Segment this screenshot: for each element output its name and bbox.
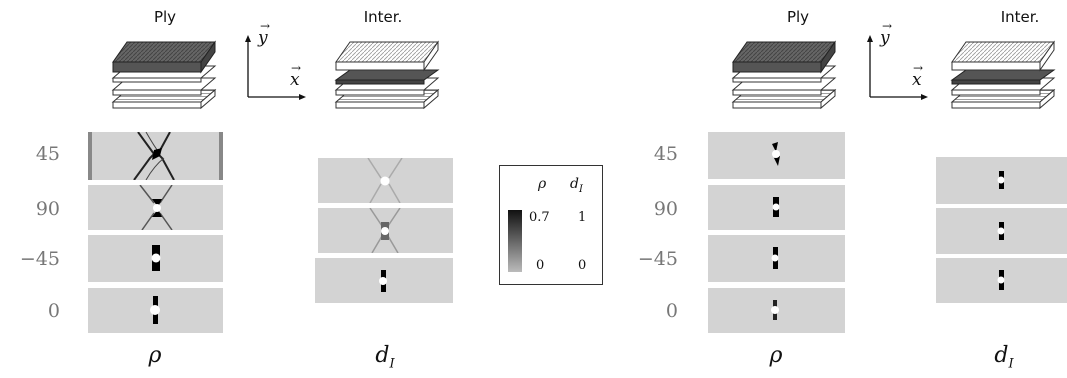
axis-x-label-right: →x — [912, 61, 924, 90]
ply-symbol-left: ρ — [148, 343, 162, 368]
inter-panel-1 — [318, 158, 453, 203]
ply-panel-45-right — [708, 132, 845, 179]
inter-panel-2 — [318, 208, 453, 253]
inter-panel-1-right — [936, 157, 1067, 204]
ply-header-right: Ply — [786, 8, 810, 26]
axis-y-label-right: →y — [880, 19, 893, 48]
angle-label: 45 — [35, 143, 60, 165]
legend-dI-min: 0 — [578, 258, 587, 273]
inter-header-left: Inter. — [363, 8, 403, 26]
inter-panel-2-right — [936, 208, 1067, 254]
inter-panel-3-right — [936, 258, 1067, 303]
colorbar — [508, 210, 522, 272]
inter-stack-icon-left — [334, 40, 440, 110]
ply-header-left: Ply — [153, 8, 177, 26]
angle-label: −45 — [19, 248, 60, 270]
angle-label: −45 — [637, 248, 678, 270]
inter-header-right: Inter. — [1000, 8, 1040, 26]
angle-label: 45 — [653, 143, 678, 165]
legend-rho-min: 0 — [536, 258, 545, 273]
inter-panel-3 — [315, 258, 453, 303]
inter-symbol-right: dI — [994, 343, 1014, 372]
angle-label: 0 — [665, 300, 678, 322]
ply-panel-minus45-right — [708, 235, 845, 282]
ply-panel-0-right — [708, 288, 845, 333]
ply-panel-minus45 — [88, 235, 223, 282]
ply-symbol-right: ρ — [769, 343, 783, 368]
angle-label: 0 — [47, 300, 60, 322]
colorbar-legend: ρ dI 0.7 1 0 0 — [499, 165, 603, 285]
legend-rho-max: 0.7 — [529, 210, 550, 225]
ply-panel-45 — [88, 132, 223, 180]
angle-label: 90 — [35, 198, 60, 220]
ply-stack-icon-right — [731, 40, 837, 110]
axis-x-label-left: →x — [290, 61, 302, 90]
axes-icon-left — [245, 35, 306, 100]
legend-dI-max: 1 — [578, 210, 587, 225]
legend-rho-header: ρ — [538, 176, 547, 192]
ply-panel-90-right — [708, 185, 845, 230]
axis-y-label-left: →y — [258, 19, 271, 48]
inter-symbol-left: dI — [375, 343, 395, 372]
ply-stack-icon-left — [111, 40, 217, 110]
legend-dI-header: dI — [570, 176, 583, 195]
ply-panel-0 — [88, 288, 223, 333]
inter-stack-icon-right — [950, 40, 1056, 110]
axes-icon-right — [867, 35, 928, 100]
ply-panel-90 — [88, 185, 223, 230]
angle-label: 90 — [653, 198, 678, 220]
